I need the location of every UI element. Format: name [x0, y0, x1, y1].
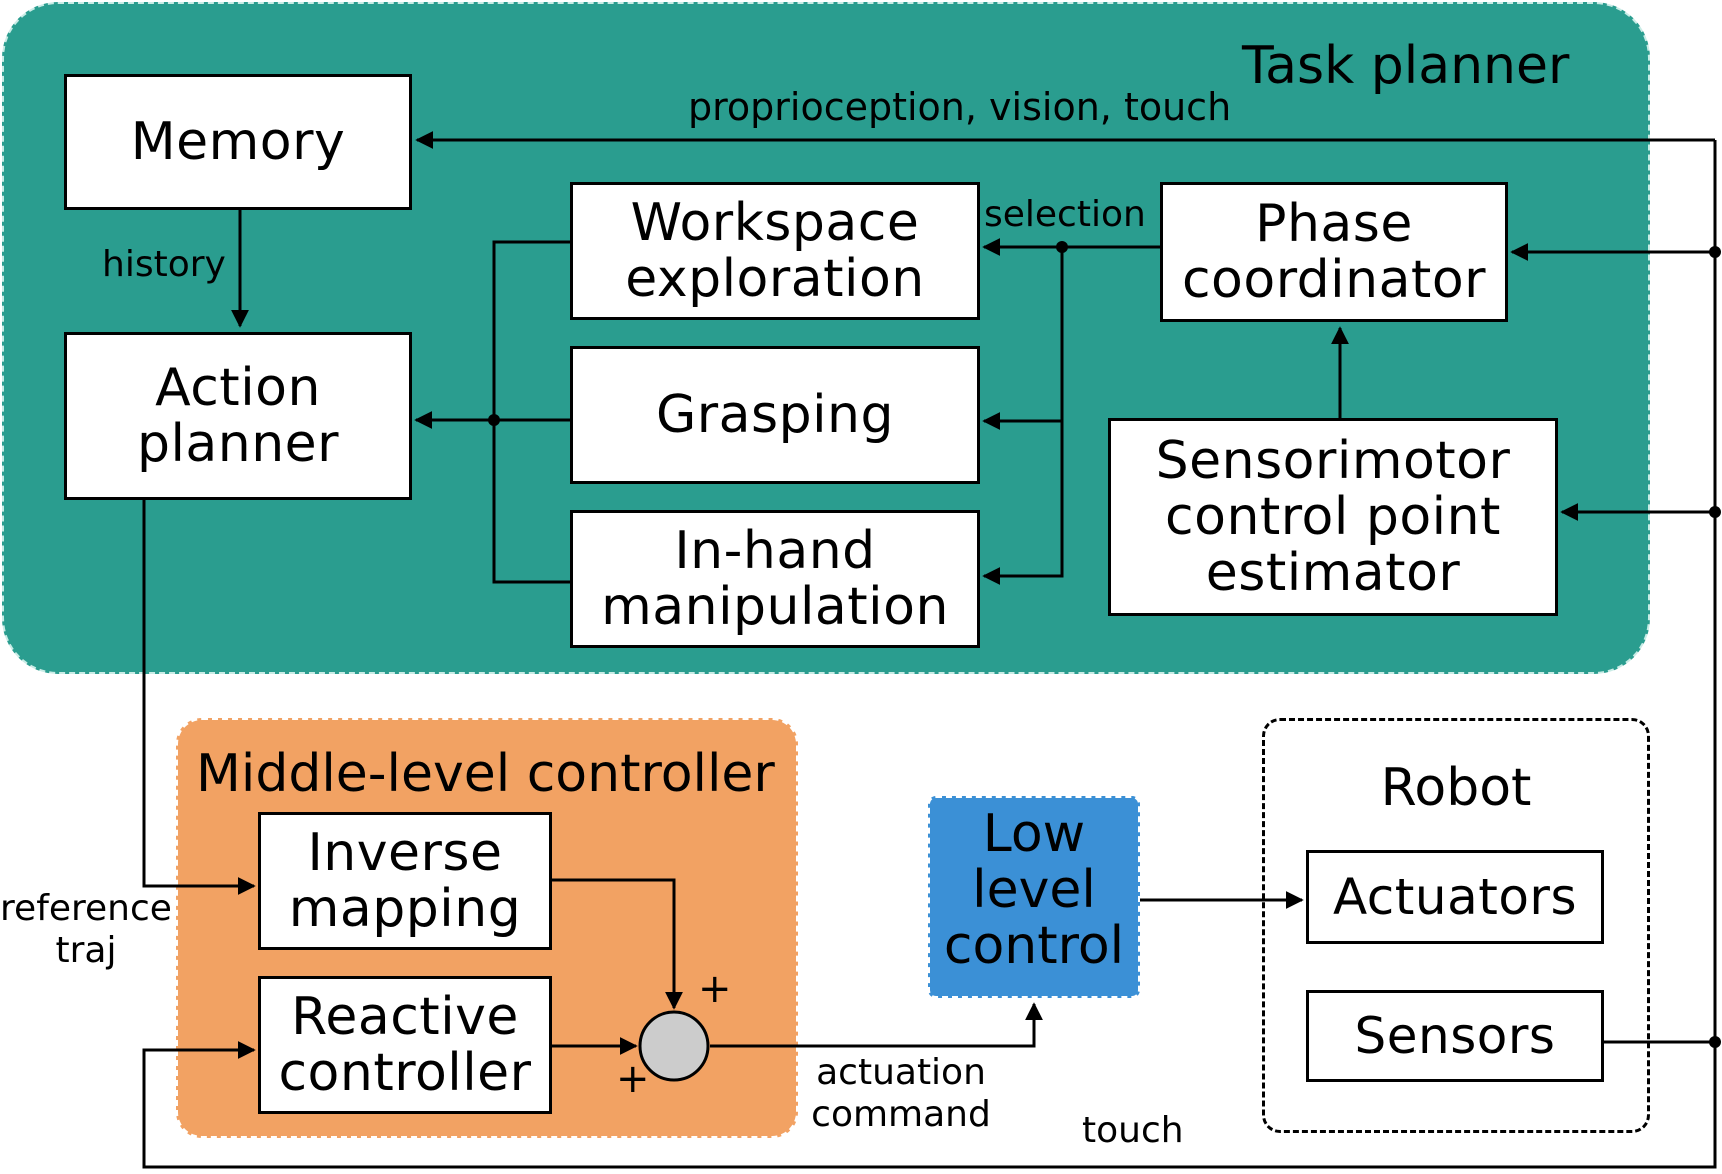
low-level-control-label: Low level control [943, 804, 1125, 976]
memory-block: Memory [64, 74, 412, 210]
action-planner-block: Action planner [64, 332, 412, 500]
selection-bus-wire [982, 247, 1064, 585]
memory-label: Memory [130, 112, 346, 172]
feedback-signal-label: proprioception, vision, touch [688, 85, 1232, 129]
in-hand-manipulation-label: In-hand manipulation [601, 521, 949, 637]
junction-dot [1709, 246, 1721, 258]
robot-title: Robot [1380, 758, 1532, 818]
sensorimotor-estimator-label: Sensorimotor control point estimator [1155, 431, 1511, 603]
workspace-exploration-block: Workspace exploration [570, 182, 980, 320]
middle-level-controller-title: Middle-level controller [196, 744, 775, 804]
junction-dot [1056, 241, 1068, 253]
reactive-controller-label: Reactive controller [278, 987, 532, 1103]
selection-signal-label: selection [984, 194, 1146, 235]
in-hand-manipulation-block: In-hand manipulation [570, 510, 980, 648]
low-level-control-region [928, 796, 1140, 998]
inverse-to-sum-wire [552, 878, 683, 1010]
actuators-label: Actuators [1332, 868, 1578, 926]
actuators-block: Actuators [1306, 850, 1604, 944]
inverse-mapping-label: Inverse mapping [288, 823, 522, 939]
reactive-controller-block: Reactive controller [258, 976, 552, 1114]
task-planner-title: Task planner [1242, 36, 1570, 96]
actuation-command-wire [710, 1002, 1043, 1048]
robot-region [1262, 718, 1650, 1133]
junction-dot [1709, 1036, 1721, 1048]
junction-dot [488, 414, 500, 426]
phase-coordinator-label: Phase coordinator [1181, 194, 1487, 310]
junction-dot [1709, 506, 1721, 518]
actuation-command-label: actuation command [811, 1052, 991, 1135]
feedback-bus-vertical [142, 140, 1717, 1169]
touch-signal-label: touch [1082, 1110, 1184, 1151]
plus-sign-top: + [698, 966, 732, 1012]
plus-sign-left: + [616, 1056, 650, 1102]
sensorimotor-estimator-block: Sensorimotor control point estimator [1108, 418, 1558, 616]
grasping-block: Grasping [570, 346, 980, 484]
sensors-block: Sensors [1306, 990, 1604, 1082]
action-planner-label: Action planner [136, 358, 340, 474]
grasping-label: Grasping [655, 385, 895, 445]
summing-junction [638, 1010, 710, 1082]
phase-coordinator-block: Phase coordinator [1160, 182, 1508, 322]
reference-traj-label: reference traj [0, 888, 172, 971]
reference-traj-wire [142, 500, 256, 895]
inverse-mapping-block: Inverse mapping [258, 812, 552, 950]
sensors-label: Sensors [1354, 1007, 1556, 1065]
history-signal-label: history [102, 244, 226, 285]
workspace-exploration-label: Workspace exploration [625, 193, 925, 309]
skills-merge-wire [492, 240, 570, 584]
